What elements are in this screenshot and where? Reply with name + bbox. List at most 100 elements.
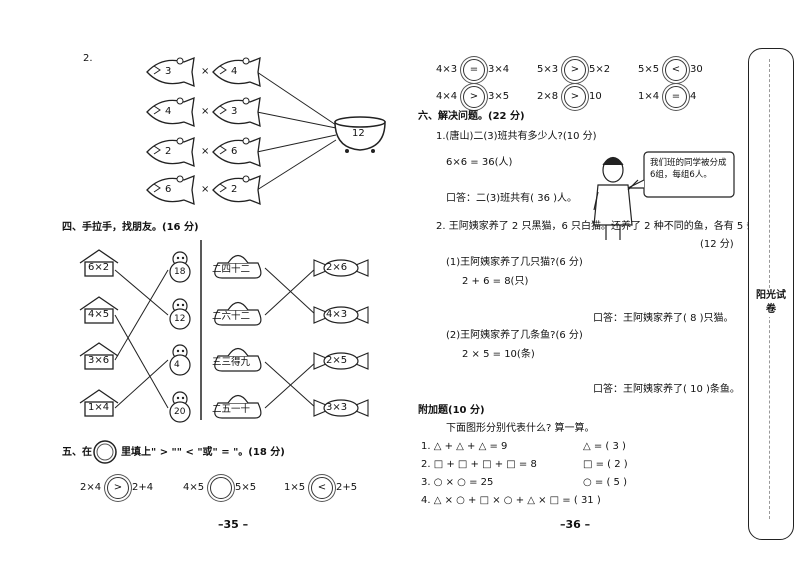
fish-left-icon [146, 56, 195, 88]
question-1-answer: 口答：二(3)班共有( 36 )人。 [446, 193, 578, 204]
chick-group [169, 251, 191, 423]
chick-icon [169, 391, 191, 423]
fishbowl-icon [334, 116, 386, 153]
match-lines [114, 267, 317, 409]
compare-symbol-circle[interactable]: < [311, 477, 333, 499]
fish-left-value: 6 [165, 184, 172, 195]
bonus-answer: ○ = ( 5 ) [583, 477, 627, 488]
fish-left-icon [146, 96, 195, 128]
fish-left-value: 2 [165, 146, 172, 157]
compare-left-expr: 5×5 [638, 64, 660, 75]
fish-right-value: 4 [231, 66, 238, 77]
compare-symbol-circle[interactable]: > [107, 477, 129, 499]
compare-left-expr: 4×5 [183, 482, 205, 493]
item-2-label: 2. [83, 53, 93, 64]
fish-left-icon [146, 136, 195, 168]
candy-label: 4×3 [326, 309, 348, 320]
bonus-title: 附加题(10 分) [418, 405, 485, 416]
sidebar-tab: 阳光试卷 [748, 48, 794, 540]
compare-symbol-circle[interactable]: = [665, 86, 687, 108]
candy-icon [313, 399, 369, 417]
house-label: 4×5 [88, 309, 110, 320]
compare-left-expr: 1×4 [638, 91, 660, 102]
page-number-right: –36 – [560, 518, 591, 531]
compare-left-expr: 1×5 [284, 482, 306, 493]
compare-right-expr: 5×5 [235, 482, 257, 493]
compare-left-expr: 4×4 [436, 91, 458, 102]
question-2-1: (1)王阿姨家养了几只猫?(6 分) [446, 257, 583, 268]
question-1: 1.(唐山)二(3)班共有多少人?(10 分) [436, 131, 597, 142]
sack-icon [214, 347, 262, 372]
chick-label: 18 [174, 267, 186, 277]
section-4-title: 四、手拉手，找朋友。(16 分) [62, 222, 199, 233]
sack-icon [214, 301, 262, 326]
house-label: 3×6 [88, 355, 110, 366]
candy-group [313, 259, 369, 417]
question-2-1-calc: 2 + 6 = 8(只) [462, 276, 529, 287]
fish-right-value: 6 [231, 146, 238, 157]
sack-group [214, 254, 262, 419]
fish-right-icon [212, 96, 261, 128]
sidebar-logo: 阳光试卷 [753, 289, 789, 317]
question-2: 2. 王阿姨家养了 2 只黑猫，6 只白猫。还养了 2 种不同的鱼，各有 5 条… [436, 221, 767, 232]
compare-right-expr: 10 [589, 91, 602, 102]
candy-label: 3×3 [326, 402, 348, 413]
chick-label: 12 [174, 314, 186, 324]
candy-icon [313, 352, 369, 370]
house-label: 1×4 [88, 402, 110, 413]
candy-label: 2×6 [326, 262, 348, 273]
house-label: 6×2 [88, 262, 110, 273]
bonus-intro: 下面图形分别代表什么? 算一算。 [446, 423, 595, 434]
bonus-equation: 2. □ + □ + □ + □ = 8 [421, 459, 537, 470]
times-sign: × [201, 66, 210, 77]
bowl-value: 12 [352, 128, 365, 139]
section-5-title-a: 五、在 [62, 447, 92, 458]
section-6-title: 六、解决问题。(22 分) [418, 111, 525, 122]
fish-right-value: 2 [231, 184, 238, 195]
compare-symbol-circle[interactable]: > [463, 86, 485, 108]
question-2-2: (2)王阿姨家养了几条鱼?(6 分) [446, 330, 583, 341]
sack-icon [214, 254, 262, 279]
fish-right-icon [212, 136, 261, 168]
question-2-score: (12 分) [700, 239, 734, 250]
fish-left-icon [146, 174, 195, 206]
compare-symbol-circle[interactable]: > [564, 86, 586, 108]
fish-right-icon [212, 56, 261, 88]
compare-right-expr: 30 [690, 64, 703, 75]
page-number-left: –35 – [218, 518, 249, 531]
fish-left-value: 4 [165, 106, 172, 117]
candy-label: 2×5 [326, 355, 348, 366]
house-icon [79, 249, 119, 277]
compare-symbol-circle[interactable]: > [564, 59, 586, 81]
fish-left-value: 3 [165, 66, 172, 77]
compare-right-expr: 2+5 [336, 482, 358, 493]
bonus-answer: △ = ( 3 ) [583, 441, 626, 452]
house-icon [79, 296, 119, 324]
bonus-equation: 3. ○ × ○ = 25 [421, 477, 494, 488]
question-2-2-calc: 2 × 5 = 10(条) [462, 349, 535, 360]
speech-bubble-text: 我们班的同学被分成6组，每组6人。 [650, 158, 727, 180]
chick-label: 20 [174, 407, 186, 417]
compare-symbol-circle[interactable] [210, 477, 232, 499]
compare-right-expr: 3×4 [488, 64, 510, 75]
sack-icon [214, 394, 262, 419]
fish-group [146, 56, 261, 206]
chick-icon [169, 298, 191, 330]
chick-label: 4 [174, 360, 180, 370]
bonus-equation: 4. △ × ○ + □ × ○ + △ × □ = ( 31 ) [421, 495, 601, 506]
candy-icon [313, 259, 369, 277]
sack-label: 二六十二 [212, 311, 251, 322]
question-2-1-answer: 口答：王阿姨家养了( 8 )只猫。 [593, 313, 734, 324]
compare-right-expr: 4 [690, 91, 697, 102]
chick-icon [169, 344, 191, 376]
compare-right-expr: 3×5 [488, 91, 510, 102]
compare-left-expr: 2×4 [80, 482, 102, 493]
times-sign: × [201, 146, 210, 157]
compare-right-expr: 5×2 [589, 64, 611, 75]
compare-symbol-circle[interactable]: = [463, 59, 485, 81]
compare-symbol-circle[interactable]: < [665, 59, 687, 81]
house-icon [79, 389, 119, 417]
question-2-2-answer: 口答：王阿姨家养了( 10 )条鱼。 [593, 384, 740, 395]
chick-icon [169, 251, 191, 283]
compare-right-expr: 2+4 [132, 482, 154, 493]
